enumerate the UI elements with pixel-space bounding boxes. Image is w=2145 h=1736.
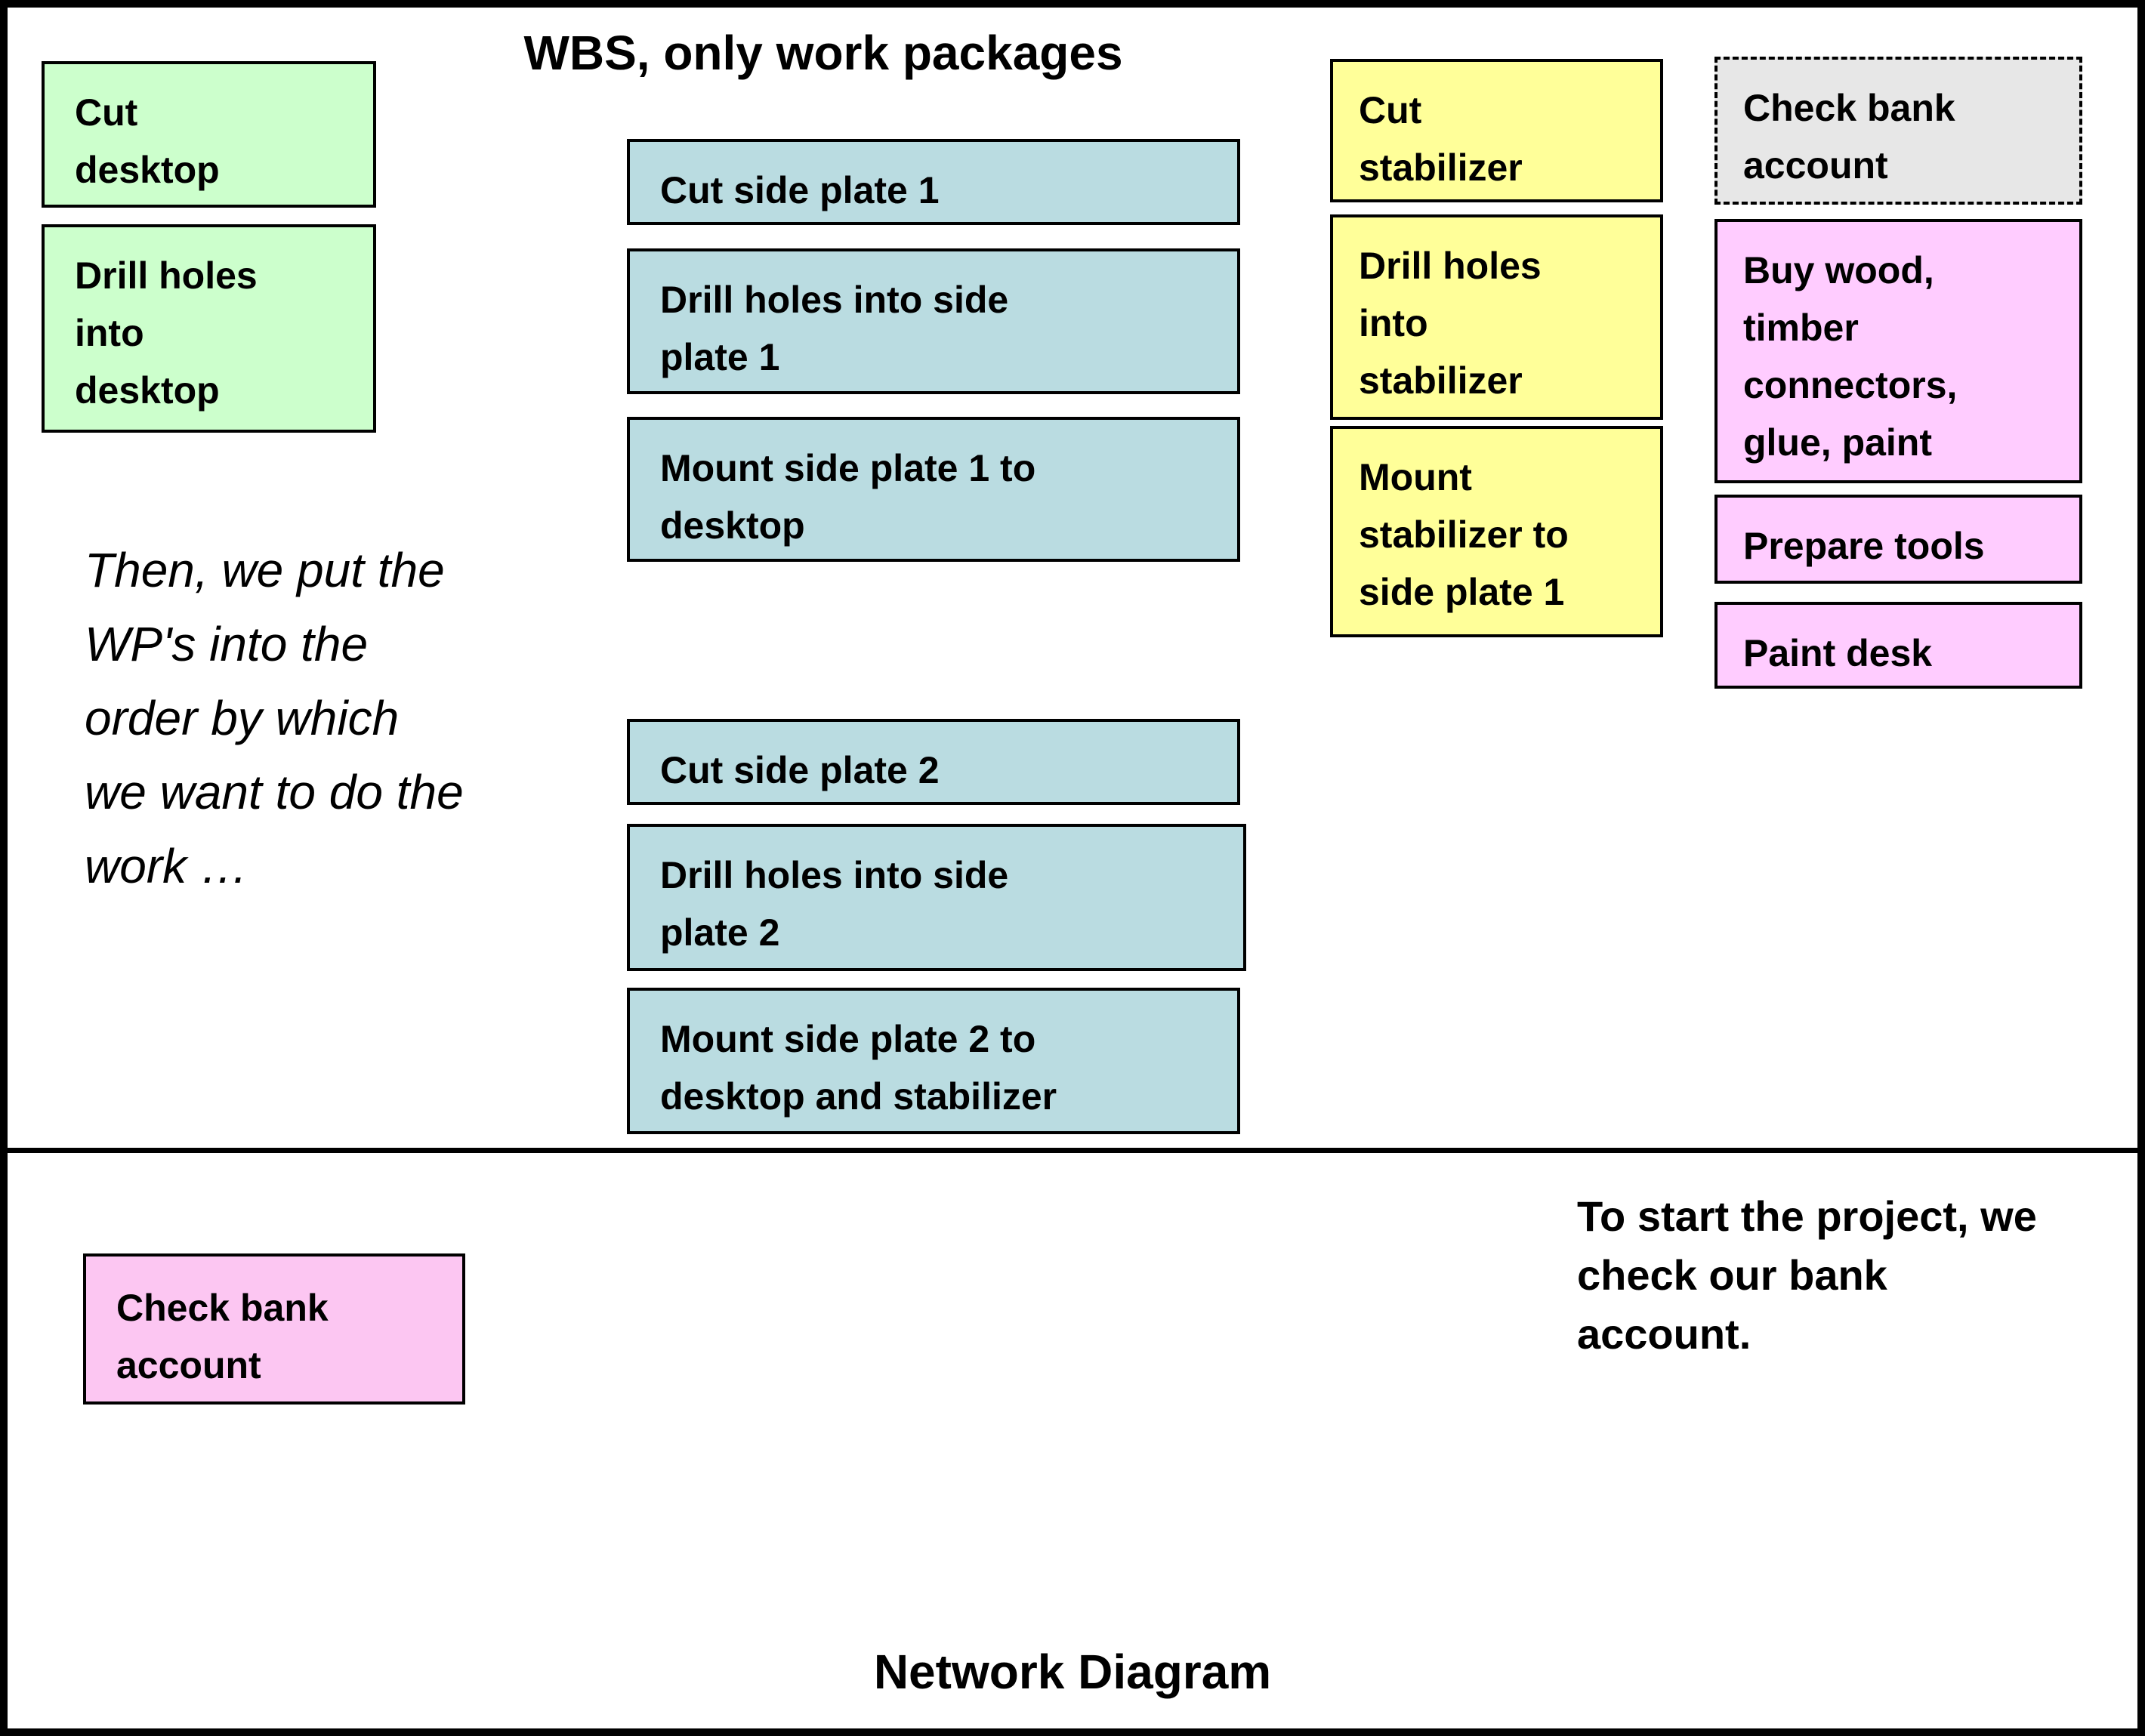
wp-drill-holes-into-desktop: Drill holes into desktop [42,224,376,433]
wbs-section-title: WBS, only work packages [523,26,1123,80]
wp-drill-holes-into-side-plate-1: Drill holes into side plate 1 [627,248,1240,394]
network-annotation: To start the project, we check our bank … [1577,1192,2037,1358]
wp-cut-desktop: Cut desktop [42,61,376,208]
wp-check-bank-account-dashed: Check bank account [1714,57,2082,205]
section-divider [0,1148,2145,1153]
wp-paint-desk: Paint desk [1714,602,2082,689]
wp-buy-wood-timber-connectors-glue-paint: Buy wood, timber connectors, glue, paint [1714,219,2082,483]
wp-mount-stabilizer-to-side-plate-1: Mount stabilizer to side plate 1 [1330,426,1663,637]
wp-cut-side-plate-2: Cut side plate 2 [627,719,1240,805]
wp-cut-side-plate-1: Cut side plate 1 [627,139,1240,225]
wp-drill-holes-into-stabilizer: Drill holes into stabilizer [1330,214,1663,420]
network-diagram-title: Network Diagram [873,1645,1272,1699]
wp-cut-stabilizer: Cut stabilizer [1330,59,1663,202]
wp-mount-side-plate-1-to-desktop: Mount side plate 1 to desktop [627,417,1240,562]
wbs-annotation: Then, we put the WP's into the order by … [85,543,464,893]
wp-drill-holes-into-side-plate-2: Drill holes into side plate 2 [627,824,1246,971]
wp-mount-side-plate-2-to-desktop-and-stabilizer: Mount side plate 2 to desktop and stabil… [627,988,1240,1134]
wp-prepare-tools: Prepare tools [1714,495,2082,584]
network-start-check-bank-account: Check bank account [83,1253,465,1405]
